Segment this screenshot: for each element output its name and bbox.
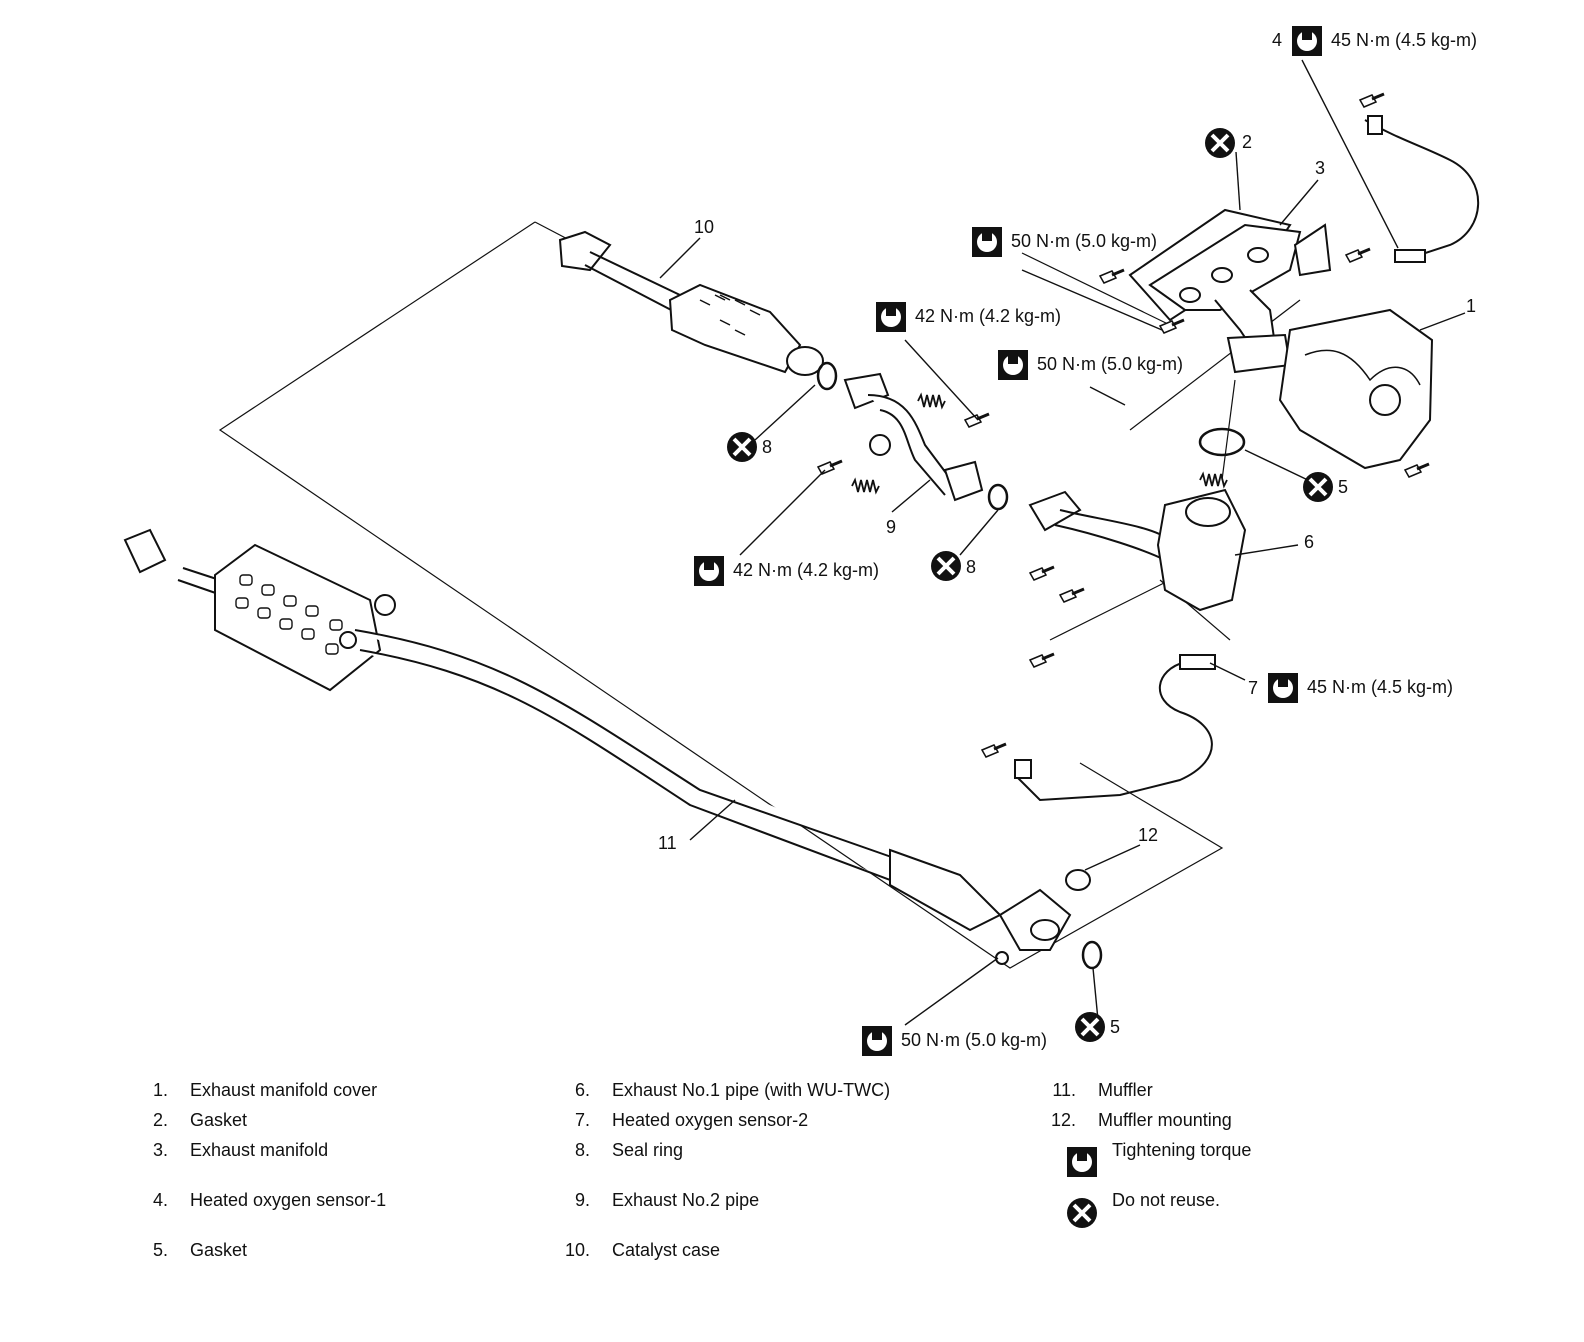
legend-item-10: 10. Catalyst case [556, 1239, 720, 1261]
legend-label: Muffler [1098, 1080, 1153, 1100]
legend-label: Seal ring [612, 1140, 684, 1160]
legend-label: Muffler mounting [1098, 1110, 1232, 1130]
legend-item-5: 5. Gasket [134, 1239, 247, 1261]
torque-sensor-1: 45 N·m (4.5 kg-m) [1331, 30, 1477, 50]
do-not-reuse-icon [1301, 470, 1335, 504]
callout-9: 9 [886, 517, 896, 537]
legend-label: Exhaust manifold cover [190, 1080, 378, 1100]
heated-oxygen-sensor-1 [1364, 115, 1480, 263]
legend-label: Exhaust No.2 pipe [612, 1190, 760, 1210]
catalyst-case [558, 230, 824, 376]
exhaust-no1-pipe [1028, 488, 1247, 612]
legend-item-1: 1. Exhaust manifold cover [134, 1079, 377, 1101]
callout-3: 3 [1315, 158, 1325, 178]
seal-ring-upper [816, 361, 838, 391]
torque-manifold: 50 N·m (5.0 kg-m) [1011, 231, 1157, 251]
muffler-nut [995, 951, 1009, 965]
leader-lines [659, 59, 1466, 1026]
legend-num: 2. [152, 1110, 168, 1130]
torque-muffler: 50 N·m (5.0 kg-m) [901, 1030, 1047, 1050]
exhaust-manifold-cover [1278, 308, 1434, 470]
callout-2: 2 [1242, 132, 1252, 152]
legend-label: Exhaust No.1 pipe (with WU-TWC) [612, 1080, 891, 1100]
legend-label: Gasket [190, 1240, 248, 1260]
gasket-upper [1198, 427, 1246, 457]
legend-item-4: 4. Heated oxygen sensor-1 [134, 1189, 386, 1211]
legend-num: 3. [152, 1140, 168, 1160]
legend-num: 8. [574, 1140, 590, 1160]
legend-num: 10. [564, 1240, 590, 1260]
callout-4: 4 [1272, 30, 1282, 50]
legend-label: Heated oxygen sensor-1 [190, 1190, 387, 1210]
callout-8-upper: 8 [762, 437, 772, 457]
do-not-reuse-icon [725, 430, 759, 464]
exhaust-no2-pipe [843, 372, 984, 502]
torque-wrench-icon [1067, 1147, 1097, 1177]
exhaust-manifold [1128, 208, 1332, 374]
legend-num: 11. [1052, 1080, 1076, 1100]
torque-wrench-icon [876, 302, 906, 332]
muffler-mounting [1065, 869, 1091, 891]
legend-item-11: 11. Muffler [1042, 1079, 1153, 1101]
muffler [123, 528, 1072, 951]
legend-label: Heated oxygen sensor-2 [612, 1110, 809, 1130]
torque-wrench-icon [998, 350, 1028, 380]
torque-wrench-icon [862, 1026, 892, 1056]
callout-12: 12 [1138, 825, 1158, 845]
gasket-lower [1081, 940, 1103, 970]
legend-num: 4. [152, 1190, 168, 1210]
legend-item-12: 12. Muffler mounting [1042, 1109, 1232, 1131]
callout-5-lower: 5 [1110, 1017, 1120, 1037]
legend-num: 1. [152, 1080, 168, 1100]
callout-8-lower: 8 [966, 557, 976, 577]
callout-6: 6 [1304, 532, 1314, 552]
legend-num: 12. [1050, 1110, 1076, 1130]
legend-num: 7. [574, 1110, 590, 1130]
callout-1: 1 [1466, 296, 1476, 316]
legend-item-9: 9. Exhaust No.2 pipe [556, 1189, 759, 1211]
legend-num: 9. [574, 1190, 590, 1210]
torque-wrench-icon [1268, 673, 1298, 703]
do-not-reuse-icon [1203, 126, 1237, 160]
torque-pipe2-upper: 42 N·m (4.2 kg-m) [915, 306, 1061, 326]
torque-sensor-2: 45 N·m (4.5 kg-m) [1307, 677, 1453, 697]
legend-num: 6. [574, 1080, 590, 1100]
torque-heatshield: 50 N·m (5.0 kg-m) [1037, 354, 1183, 374]
legend-item-3: 3. Exhaust manifold [134, 1139, 328, 1161]
heated-oxygen-sensor-2 [1014, 654, 1216, 802]
legend-label: Exhaust manifold [190, 1140, 329, 1160]
callout-5-upper: 5 [1338, 477, 1348, 497]
callout-10: 10 [694, 217, 714, 237]
legend-tightening-torque: Tightening torque [1112, 1140, 1252, 1160]
do-not-reuse-icon [1073, 1010, 1107, 1044]
legend-item-2: 2. Gasket [134, 1109, 247, 1131]
callout-11: 11 [658, 833, 677, 853]
legend-do-not-reuse: Do not reuse. [1112, 1190, 1221, 1210]
do-not-reuse-icon [1067, 1198, 1097, 1228]
legend-label: Catalyst case [612, 1240, 721, 1260]
torque-wrench-icon [694, 556, 724, 586]
do-not-reuse-icon [929, 549, 963, 583]
torque-wrench-icon [1292, 26, 1322, 56]
seal-ring-lower [987, 483, 1009, 511]
assembly-guide-lines [218, 221, 1301, 969]
legend-item-8: 8. Seal ring [556, 1139, 683, 1161]
legend-item-6: 6. Exhaust No.1 pipe (with WU-TWC) [556, 1079, 890, 1101]
callout-7: 7 [1248, 678, 1258, 698]
legend-num: 5. [152, 1240, 168, 1260]
torque-wrench-icon [972, 227, 1002, 257]
torque-pipe2-lower: 42 N·m (4.2 kg-m) [733, 560, 879, 580]
legend-label: Gasket [190, 1110, 248, 1130]
legend-item-7: 7. Heated oxygen sensor-2 [556, 1109, 808, 1131]
